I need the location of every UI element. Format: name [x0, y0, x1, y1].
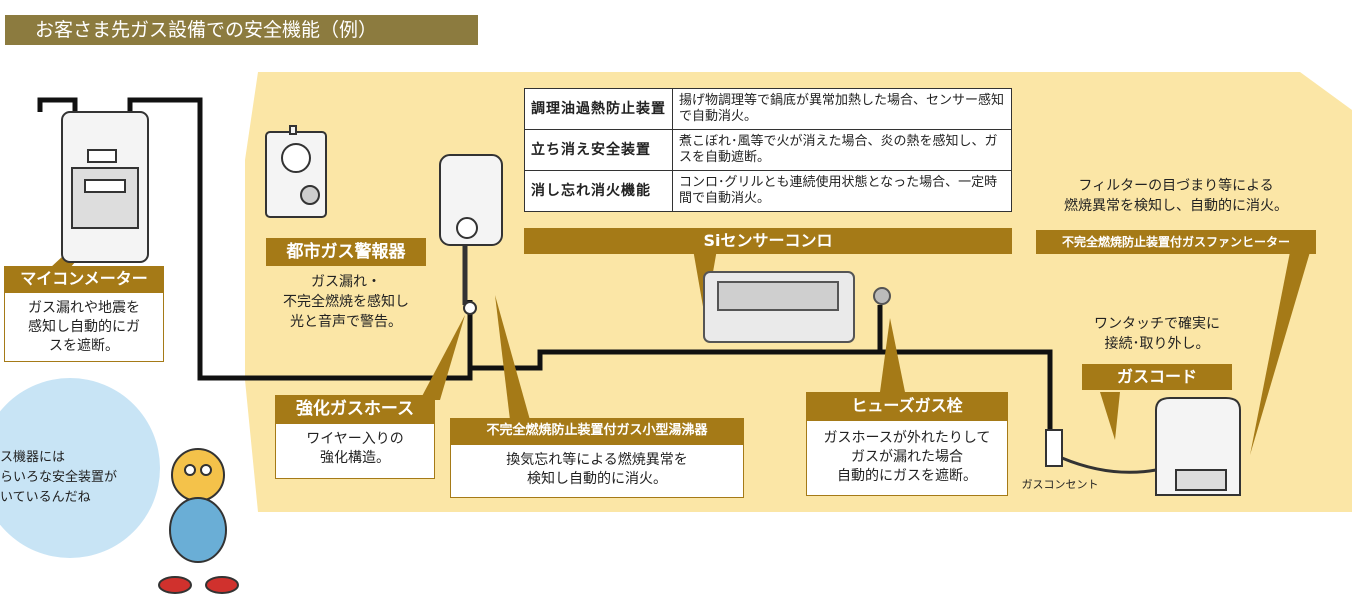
- hose-desc: ワイヤー入りの 強化構造。: [275, 423, 435, 479]
- feature-name: 立ち消え安全装置: [524, 129, 673, 171]
- bubble-text: ス機器には らいろな安全装置が いているんだね: [0, 450, 118, 505]
- cord-label: ガスコード: [1082, 364, 1232, 390]
- table-row: 立ち消え安全装置 煮こぼれ･風等で火が消えた場合、炎の熱を感知し、ガスを自動遮断…: [524, 129, 1012, 171]
- fan-heater-desc: フィルターの目づまり等による 燃焼異常を検知し、自動的に消火。: [1064, 178, 1288, 214]
- heater-illustration: [439, 154, 503, 315]
- table-row: 調理油過熱防止装置 揚げ物調理等で鍋底が異常加熱した場合、センサー感知で自動消火…: [524, 88, 1012, 130]
- speech-bubble: [0, 378, 160, 558]
- mascot-character: [158, 448, 239, 594]
- heater-desc: 換気忘れ等による燃焼異常を 検知し自動的に消火。: [450, 444, 744, 498]
- table-row: 消し忘れ消火機能 コンロ･グリルとも連続使用状態となった場合、一定時間で自動消火…: [524, 170, 1012, 212]
- feature-desc: 揚げ物調理等で鍋底が異常加熱した場合、センサー感知で自動消火。: [672, 88, 1012, 130]
- alarm-label: 都市ガス警報器: [266, 238, 426, 266]
- meter-illustration: [61, 111, 149, 263]
- cord-desc: ワンタッチで確実に 接続･取り外し。: [1094, 316, 1220, 352]
- stove-feature-table: 調理油過熱防止装置 揚げ物調理等で鍋底が異常加熱した場合、センサー感知で自動消火…: [524, 88, 1012, 212]
- outlet-illustration: [1045, 429, 1157, 474]
- page-title: お客さま先ガス設備での安全機能（例）: [5, 15, 478, 45]
- heater-label: 不完全燃焼防止装置付ガス小型湯沸器: [450, 418, 744, 444]
- hose-label: 強化ガスホース: [275, 395, 435, 423]
- fuse-label: ヒューズガス栓: [806, 392, 1008, 420]
- meter-desc: ガス漏れや地震を 感知し自動的にガ スを遮断。: [4, 292, 164, 362]
- meter-label: マイコンメーター: [4, 266, 164, 292]
- outlet-label: ガスコンセント: [1021, 478, 1099, 491]
- feature-desc: 煮こぼれ･風等で火が消えた場合、炎の熱を感知し、ガスを自動遮断。: [672, 129, 1012, 171]
- feature-name: 消し忘れ消火機能: [524, 170, 673, 212]
- fan-heater-illustration: [1155, 397, 1241, 496]
- stove-label: Siセンサーコンロ: [524, 228, 1012, 254]
- feature-desc: コンロ･グリルとも連続使用状態となった場合、一定時間で自動消火。: [672, 170, 1012, 212]
- fuse-desc: ガスホースが外れたりして ガスが漏れた場合 自動的にガスを遮断。: [806, 420, 1008, 496]
- stove-illustration: [703, 271, 891, 343]
- fan-heater-label: 不完全燃焼防止装置付ガスファンヒーター: [1036, 230, 1316, 254]
- alarm-illustration: [265, 125, 327, 218]
- alarm-desc: ガス漏れ・ 不完全燃焼を感知し 光と音声で警告。: [283, 274, 409, 330]
- feature-name: 調理油過熱防止装置: [524, 88, 673, 130]
